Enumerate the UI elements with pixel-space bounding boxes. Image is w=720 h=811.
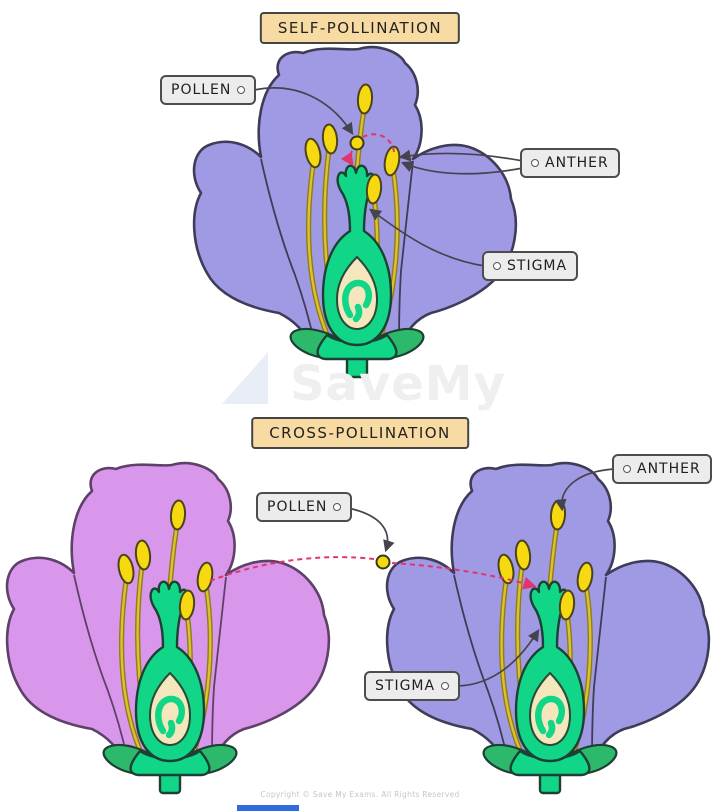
self-anther-label-text: ANTHER — [545, 155, 609, 171]
cross-stigma-connector-line — [456, 628, 540, 687]
cross-anther-connector-line — [554, 468, 616, 512]
self-pollen-grain — [349, 135, 365, 151]
footer-bar — [237, 805, 299, 811]
cross-pollination-title: CROSS-POLLINATION — [251, 417, 469, 449]
connector-dot-icon — [441, 682, 450, 690]
self-pollen-label-text: POLLEN — [171, 82, 232, 98]
self-pollination-path-from-anther — [362, 133, 395, 153]
connector-dot-icon — [493, 262, 501, 270]
self-pollen-connector-line — [253, 87, 354, 135]
cross-stigma-label-text: STIGMA — [375, 678, 436, 694]
self-anther-connector-line-2 — [400, 161, 524, 175]
flower-cross-right — [387, 463, 709, 793]
watermark-sail-triangle-icon — [222, 352, 268, 404]
cross-pollen-connector-line — [347, 507, 395, 553]
cross-anther-label: ANTHER — [612, 454, 712, 484]
connector-dot-icon — [623, 465, 631, 473]
connector-dot-icon — [333, 503, 342, 511]
cross-pollination-title-text: CROSS-POLLINATION — [269, 424, 451, 442]
self-stigma-label: STIGMA — [482, 251, 579, 281]
self-anther-connector-line-1 — [398, 149, 524, 162]
cross-pollination-arrow-to-stigma — [391, 562, 537, 590]
cross-stigma-label: STIGMA — [364, 671, 461, 701]
cross-pollination-path-from-anther — [209, 556, 375, 582]
copyright-text: Copyright © Save My Exams. All Rights Re… — [260, 790, 460, 799]
connector-dot-icon — [237, 86, 246, 94]
self-pollination-title: SELF-POLLINATION — [259, 12, 461, 44]
cross-pollen-label: POLLEN — [256, 492, 353, 522]
watermark-text: SaveMy — [290, 356, 506, 412]
cross-pollen-grain — [375, 554, 391, 570]
self-pollination-title-text: SELF-POLLINATION — [277, 19, 443, 37]
self-pollination-arrow-to-stigma — [340, 150, 354, 167]
self-stigma-connector-line — [369, 208, 486, 267]
cross-pollen-label-text: POLLEN — [267, 499, 328, 515]
self-anther-label: ANTHER — [520, 148, 620, 178]
self-stigma-label-text: STIGMA — [507, 258, 568, 274]
cross-anther-label-text: ANTHER — [637, 461, 701, 477]
self-pollen-label: POLLEN — [160, 75, 257, 105]
connector-dot-icon — [531, 159, 539, 167]
